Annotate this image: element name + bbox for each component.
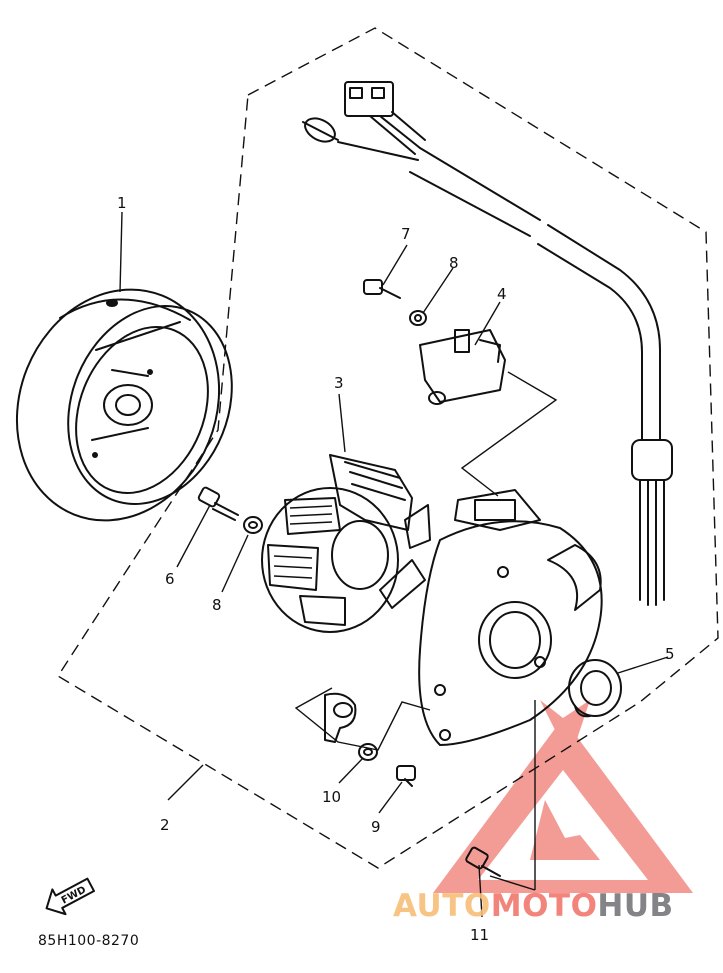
rotor-flywheel [15,288,233,522]
callout-1: 1 [117,194,127,212]
wire-harness [302,81,673,606]
callout-7: 7 [401,225,411,243]
stator-coil [261,454,431,633]
screw-11 [465,846,501,877]
pickup-coil [419,329,506,405]
washer-8b [409,310,427,326]
callout-4: 4 [497,285,507,303]
callout-2: 2 [160,816,170,834]
washer-10 [358,743,378,761]
fwd-label: FWD [60,885,88,907]
part-code: 85H100-8270 [38,933,140,949]
wire-clamp [324,692,357,743]
callout-9: 9 [371,818,381,836]
stator-base-plate [418,489,603,746]
fwd-arrow: FWD [45,877,96,916]
callout-10: 10 [322,788,341,806]
screw-7 [363,279,401,299]
oil-seal [568,659,622,718]
watermark-moto: MOTO [490,888,598,924]
leader-lines [119,211,669,918]
washer-8a [243,516,263,534]
callout-6: 6 [165,570,175,588]
watermark-text: AUTOMOTOHUB [393,888,674,924]
callout-5: 5 [665,645,675,663]
watermark-hub: HUB [597,888,674,924]
assembly-boundary [57,27,719,869]
callout-numbers: 1 2 3 4 5 6 7 8 8 9 10 11 [117,194,675,944]
screw-9 [396,765,416,787]
callout-8b: 8 [212,596,222,614]
watermark-auto: AUTO [393,888,491,924]
callout-11: 11 [470,926,489,944]
screw-6 [197,486,239,521]
callout-8a: 8 [449,254,459,272]
watermark-logo [433,700,693,893]
connection-lines [294,371,558,891]
callout-3: 3 [334,374,344,392]
